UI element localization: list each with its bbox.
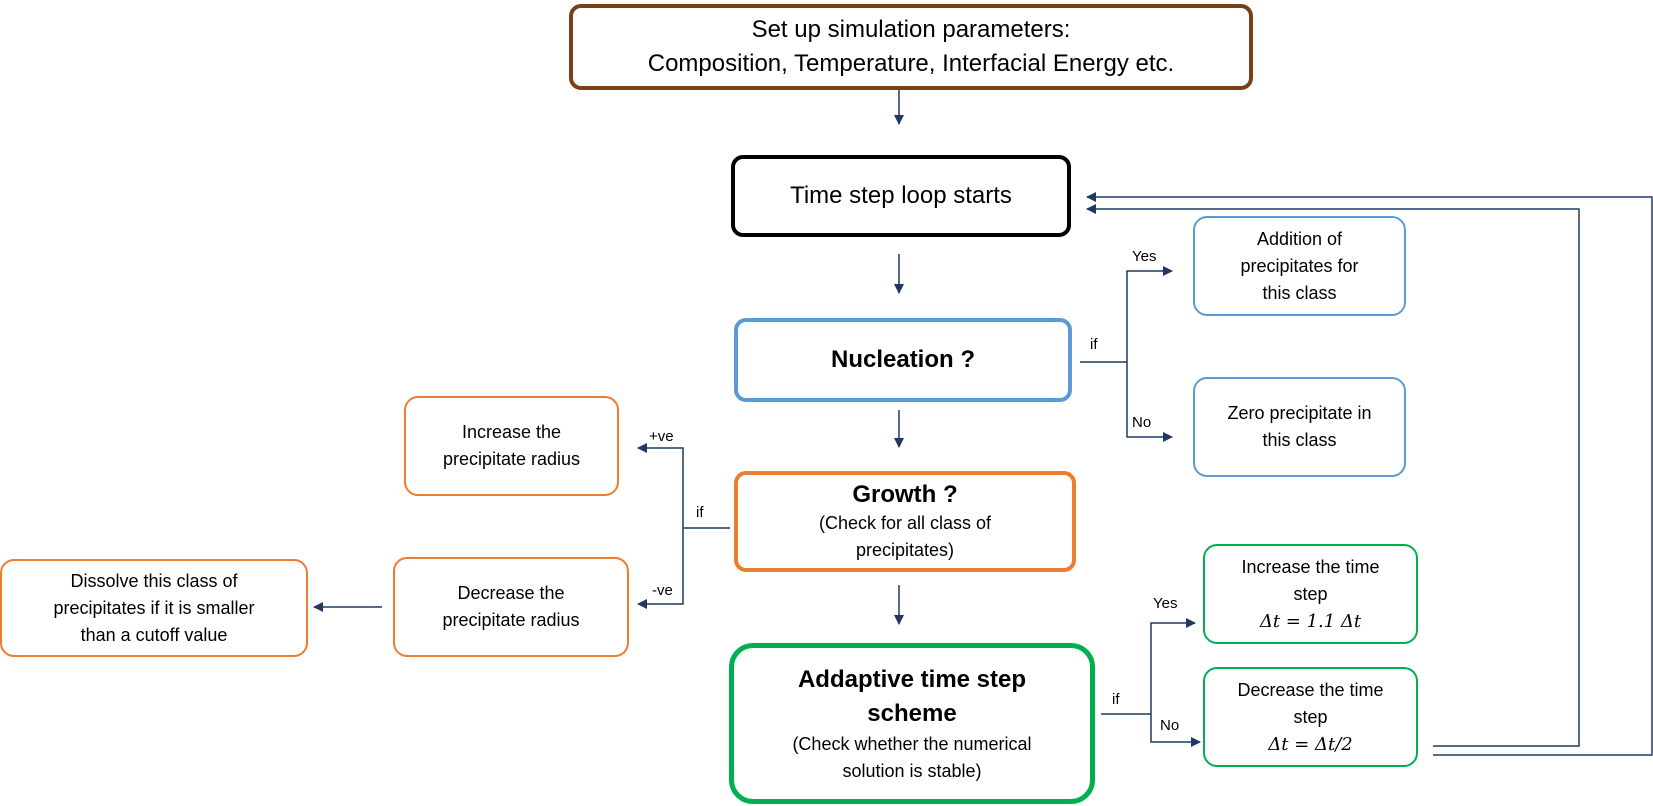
growth-neg-label: -ve <box>652 582 673 599</box>
decrease-step-line-2: step <box>1293 706 1328 727</box>
adaptive-yes-label: Yes <box>1153 595 1178 612</box>
arrow-growth-neg <box>637 528 684 609</box>
setup-line-2: Composition, Temperature, Interfacial En… <box>647 50 1175 77</box>
setup-parameters-box: Set up simulation parameters: Compositio… <box>569 4 1253 90</box>
decrease-step-line-1: Decrease the time <box>1237 679 1384 700</box>
zero-precipitate-box: Zero precipitate in this class <box>1193 377 1406 477</box>
increase-step-line-1: Increase the time <box>1241 556 1380 577</box>
arrow-adaptive-no <box>1150 714 1201 747</box>
arrow-nucleation-no <box>1126 362 1173 442</box>
nucleation-yes-label: Yes <box>1132 248 1157 265</box>
dissolve-line-3: than a cutoff value <box>80 624 228 645</box>
growth-line-2: precipitates) <box>855 539 955 560</box>
adaptive-if-label: if <box>1112 691 1120 708</box>
dissolve-line-2: precipitates if it is smaller <box>53 597 255 618</box>
adaptive-line-2: solution is stable) <box>842 760 982 781</box>
increase-time-step-box: Increase the time step Δt = 1.1 Δt <box>1203 544 1418 644</box>
decrease-radius-line-1: Decrease the <box>457 583 565 603</box>
arrow-nucleation-yes <box>1126 266 1173 362</box>
decrease-time-step-box: Decrease the time step Δt = Δt/2 <box>1203 667 1418 767</box>
time-step-loop-box: Time step loop starts <box>731 155 1071 237</box>
adaptive-title-line-1: Addaptive time step <box>797 665 1027 693</box>
zero-line-1: Zero precipitate in <box>1227 403 1372 423</box>
feedback-line-outer <box>1086 192 1653 756</box>
decrease-radius-box: Decrease the precipitate radius <box>393 557 629 657</box>
growth-pos-label: +ve <box>649 428 674 445</box>
adaptive-line-1: (Check whether the numerical <box>792 733 1032 754</box>
addition-of-precipitates-box: Addition of precipitates for this class <box>1193 216 1406 316</box>
dissolve-line-1: Dissolve this class of <box>70 570 238 591</box>
nucleation-no-label: No <box>1132 414 1152 431</box>
setup-line-1: Set up simulation parameters: <box>751 16 1071 43</box>
addition-line-3: this class <box>1262 282 1337 303</box>
adaptive-title-line-2: scheme <box>867 699 957 727</box>
increase-radius-line-1: Increase the <box>461 422 562 442</box>
adaptive-no-label: No <box>1160 717 1180 734</box>
loop-label: Time step loop starts <box>790 182 1012 209</box>
growth-line-1: (Check for all class of <box>818 512 992 533</box>
decrease-step-formula: Δt = Δt/2 <box>1268 733 1353 755</box>
nucleation-if-label: if <box>1090 336 1098 353</box>
dissolve-class-box: Dissolve this class of precipitates if i… <box>0 559 308 657</box>
zero-line-2: this class <box>1262 430 1337 450</box>
increase-step-formula: Δt = 1.1 Δt <box>1259 610 1362 632</box>
nucleation-label: Nucleation ? <box>830 346 975 373</box>
feedback-line-inner <box>1086 204 1580 747</box>
arrow-growth-pos <box>637 443 684 528</box>
arrow-adaptive-yes <box>1150 618 1196 714</box>
increase-step-line-2: step <box>1293 583 1328 604</box>
growth-box: Growth ? (Check for all class of precipi… <box>734 471 1076 572</box>
increase-radius-box: Increase the precipitate radius <box>404 396 619 496</box>
growth-title: Growth ? <box>852 480 958 508</box>
adaptive-time-step-box: Addaptive time step scheme (Check whethe… <box>729 643 1095 804</box>
growth-if-label: if <box>696 504 704 521</box>
decrease-radius-line-2: precipitate radius <box>442 610 580 630</box>
increase-radius-line-2: precipitate radius <box>442 449 581 469</box>
addition-line-1: Addition of <box>1256 228 1343 249</box>
addition-line-2: precipitates for <box>1240 255 1359 276</box>
nucleation-box: Nucleation ? <box>734 318 1072 402</box>
